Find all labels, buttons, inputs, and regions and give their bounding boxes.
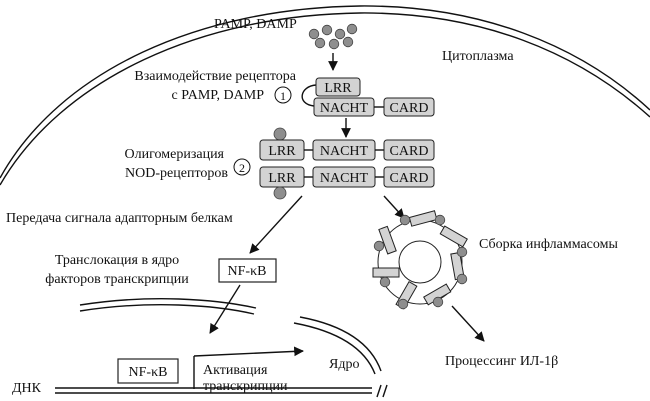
receptor-card-label: CARD bbox=[390, 101, 429, 116]
nfkb-nucleus-label: NF-κB bbox=[129, 365, 168, 380]
receptor-lrr-label: LRR bbox=[324, 81, 352, 96]
nuclear-membrane-inner-right bbox=[293, 322, 376, 375]
ligand-bound-bottom bbox=[273, 186, 287, 200]
inflammasome-label: Сборка инфламмасомы bbox=[479, 237, 618, 252]
dna-break-left bbox=[376, 384, 382, 398]
arrow-to-nfkb bbox=[249, 195, 303, 254]
translocation-label-line1: Транслокация в ядро bbox=[55, 253, 179, 268]
ligand-cluster bbox=[308, 23, 358, 50]
dna-break-right bbox=[382, 384, 388, 398]
arrow-to-il1b bbox=[451, 305, 485, 342]
pamp-damp-label: PAMP, DAMP bbox=[214, 17, 297, 32]
step-2-number: 2 bbox=[239, 161, 245, 175]
step-1-number: 1 bbox=[280, 89, 286, 103]
cytoplasm-label: Цитоплазма bbox=[442, 49, 514, 64]
dna-label: ДНК bbox=[12, 381, 42, 396]
interaction-label-line1: Взаимодействие рецептора bbox=[134, 69, 296, 84]
inflammasome-complex bbox=[372, 210, 468, 310]
oligomer-nacht-label-1: NACHT bbox=[320, 144, 369, 159]
oligomer-lrr-label-1: LRR bbox=[268, 144, 296, 159]
interaction-label-line2: с PAMP, DAMP bbox=[172, 88, 265, 103]
ligand-bound-top bbox=[273, 127, 287, 141]
nfkb-cytoplasm-label: NF-κB bbox=[228, 264, 267, 279]
activation-label-line2: транскрипции bbox=[203, 379, 288, 394]
nuclear-membrane-outer bbox=[79, 298, 257, 309]
step-1-marker bbox=[274, 86, 292, 104]
nfkb-nucleus-box bbox=[117, 358, 179, 384]
oligomer-card-label-2: CARD bbox=[390, 171, 429, 186]
nuclear-membrane-outer-right bbox=[299, 316, 382, 372]
receptor-nacht-label: NACHT bbox=[320, 101, 369, 116]
translocation-label-line2: факторов транскрипции bbox=[45, 272, 189, 287]
cell-membrane-outer bbox=[0, 5, 650, 179]
nfkb-cytoplasm-box bbox=[218, 258, 277, 283]
oligomer-label-line1: Олигомеризация bbox=[125, 147, 225, 162]
signal-transfer-label: Передача сигнала адапторным белкам bbox=[6, 211, 233, 226]
step-2-marker bbox=[233, 158, 251, 176]
oligomer-card-domain-1 bbox=[383, 139, 435, 161]
activation-label-line1: Активация bbox=[203, 363, 268, 378]
oligomer-card-label-1: CARD bbox=[390, 144, 429, 159]
nucleus-label: Ядро bbox=[329, 357, 359, 372]
receptor-lrr-domain bbox=[315, 77, 361, 97]
receptor-card-domain bbox=[383, 97, 435, 117]
receptor-linker-curve bbox=[301, 84, 317, 107]
oligomer-card-domain-2 bbox=[383, 166, 435, 188]
oligomer-lrr-label-2: LRR bbox=[268, 171, 296, 186]
arrow-transcription bbox=[193, 346, 304, 357]
oligomer-label-line2: NOD-рецепторов bbox=[125, 166, 228, 181]
nuclear-membrane-inner bbox=[79, 304, 255, 315]
oligomer-nacht-label-2: NACHT bbox=[320, 171, 369, 186]
arrow-to-inflammasome bbox=[383, 195, 405, 219]
cell-membrane-inner bbox=[0, 12, 650, 186]
il1b-processing-label: Процессинг ИЛ-1β bbox=[445, 354, 558, 369]
